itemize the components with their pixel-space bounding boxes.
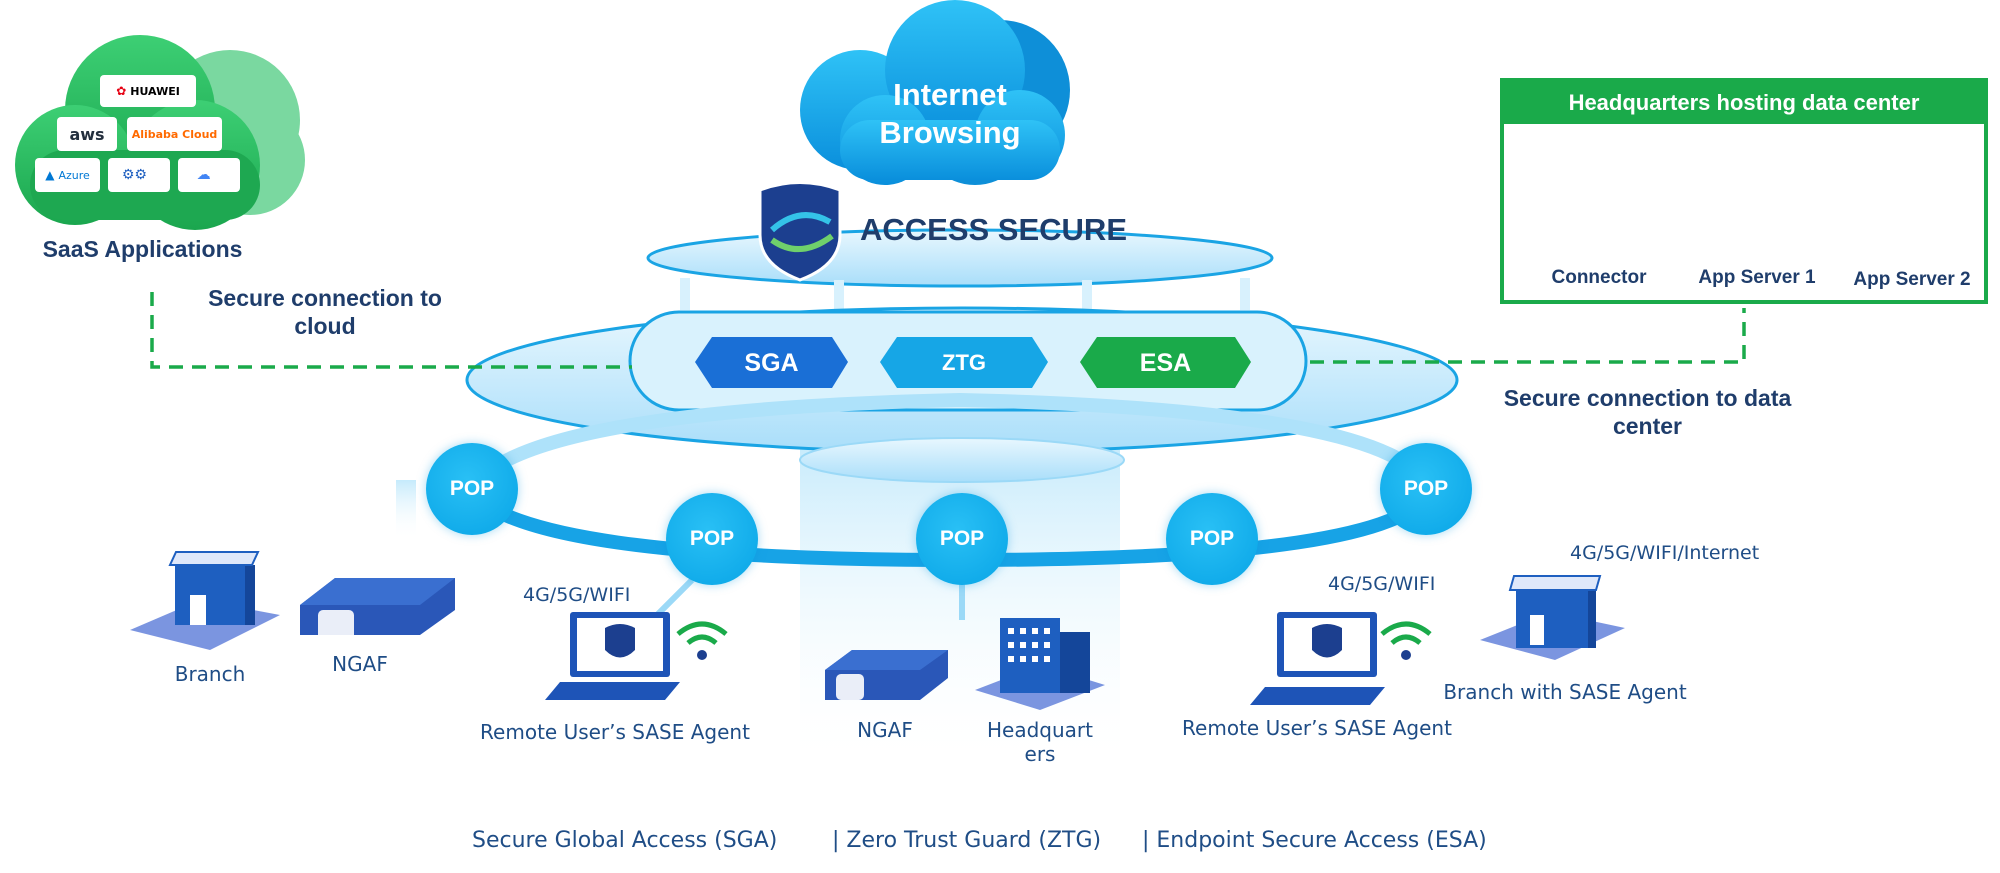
- pop-ring-back: [464, 392, 1437, 495]
- remote-user-left-label: Remote User’s SASE Agent: [480, 720, 750, 744]
- headquarters-building-icon: [975, 618, 1105, 710]
- datacenter-connection-label: Secure connection to data center: [1503, 385, 1792, 439]
- access-secure-shield-icon: [758, 181, 842, 282]
- huawei-logo: ✿HUAWEI: [100, 75, 196, 107]
- ztg-pill-shape: [880, 337, 1048, 388]
- pop-node-5: POP: [1380, 443, 1472, 535]
- pop-node-3: POP: [916, 493, 1008, 585]
- center-disc: [799, 437, 1125, 483]
- wifi-left-icon: [676, 621, 728, 660]
- legend-ztg: | Zero Trust Guard (ZTG): [832, 828, 1102, 853]
- remote-user-right-label: Remote User’s SASE Agent: [1182, 716, 1452, 740]
- ngaf-left-label: NGAF: [332, 652, 388, 676]
- ngaf-center-icon: [825, 650, 948, 700]
- aws-logo: aws: [57, 117, 117, 151]
- pop-node-4: POP: [1166, 493, 1258, 585]
- connector-label: Connector: [1551, 267, 1647, 288]
- pop-node-1: POP: [426, 443, 518, 535]
- branch-agent-building-icon: [1480, 575, 1625, 660]
- network-right-label: 4G/5G/WIFI: [1328, 573, 1436, 595]
- esa-label: ESA: [1139, 348, 1192, 377]
- network-branch-label: 4G/5G/WIFI/Internet: [1570, 542, 1760, 564]
- datacenter-connection-line: [1310, 308, 1746, 364]
- sga-pill-shape: [695, 337, 848, 388]
- alibaba-cloud-logo: Alibaba Cloud: [127, 117, 222, 151]
- connector-logo: ⚙⚙Connector: [108, 158, 170, 192]
- app-server-2-label: App Server 2: [1853, 269, 1971, 290]
- cloud-connection-label: Secure connection to cloud: [208, 285, 442, 339]
- esa-pill-shape: [1080, 337, 1251, 388]
- ngaf-center-label: NGAF: [857, 718, 913, 742]
- laptop-left-icon: [545, 612, 680, 700]
- hq-datacenter-box: Headquarters hosting data center Connect…: [1500, 78, 1988, 304]
- laptop-right-icon: [1250, 612, 1385, 705]
- pop-node-2: POP: [666, 493, 758, 585]
- sga-label: SGA: [744, 348, 799, 377]
- saas-label: SaaS Applications: [42, 236, 243, 262]
- branch-building-icon: [130, 551, 280, 650]
- branch-agent-label: Branch with SASE Agent: [1443, 680, 1687, 704]
- azure-logo: ▲Azure: [35, 158, 100, 192]
- app-server-1-label: App Server 1: [1698, 267, 1816, 288]
- ztg-label: ZTG: [942, 350, 986, 375]
- cloud-connection-line: [150, 292, 632, 369]
- internet-label: Internet Browsing: [840, 76, 1060, 152]
- hq-title: Headquarters hosting data center: [1504, 82, 1984, 124]
- internet-cloud: [800, 0, 1070, 185]
- legend-sga: Secure Global Access (SGA): [472, 828, 778, 853]
- branch-label: Branch: [174, 662, 246, 686]
- network-left-label: 4G/5G/WIFI: [523, 584, 631, 606]
- internet-line-2: Browsing: [879, 115, 1021, 150]
- wifi-right-icon: [1380, 621, 1432, 660]
- hq-site-line-2: ers: [1024, 742, 1056, 766]
- access-secure-title: ACCESS SECURE: [860, 212, 1127, 247]
- legend-esa: | Endpoint Secure Access (ESA): [1142, 828, 1487, 853]
- internet-line-1: Internet: [893, 77, 1007, 112]
- hq-site-label: Headquart ers: [980, 718, 1100, 766]
- hq-site-line-1: Headquart: [987, 718, 1093, 742]
- left-beam: [396, 480, 416, 540]
- google-cloud-logo: ☁Google Cloud: [178, 158, 240, 192]
- ngaf-device-icon: [300, 578, 455, 640]
